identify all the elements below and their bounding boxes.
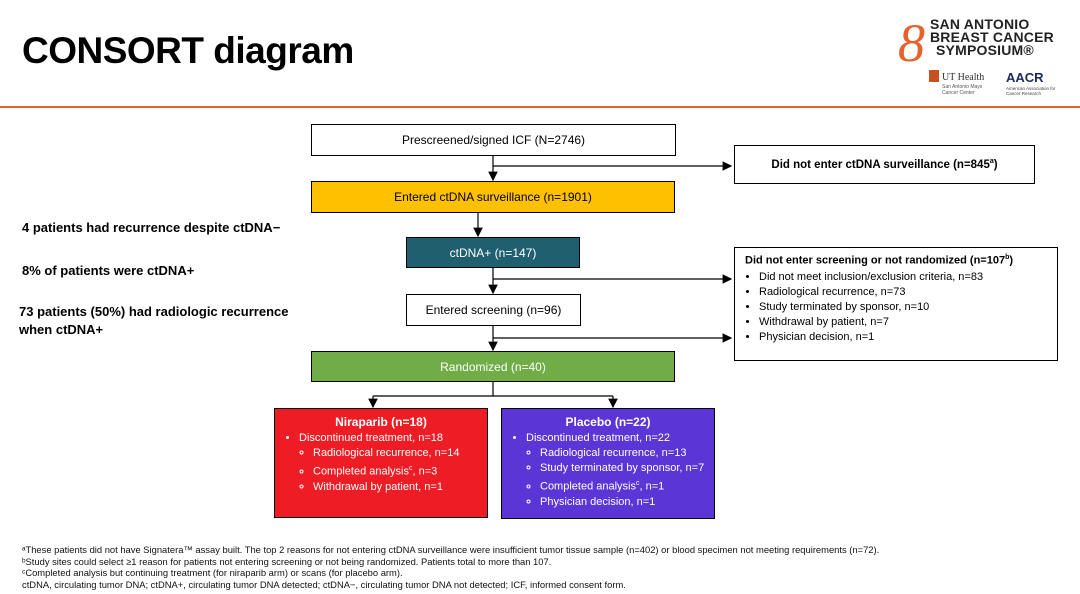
list-item: Study terminated by sponsor, n=10 [759,300,1047,315]
prescreened-label: Prescreened/signed ICF (N=2746) [401,133,586,147]
list-item: Radiological recurrence, n=14 [313,446,479,461]
exclusion-surveillance-box: Did not enter ctDNA surveillance (n=845a… [734,145,1035,184]
list-item: Did not meet inclusion/exclusion criteri… [759,270,1047,285]
exclusion-screening-box: Did not enter screening or not randomize… [734,247,1058,361]
list-item: Study terminated by sponsor, n=7 [540,461,706,476]
screening-label: Entered screening (n=96) [425,303,562,317]
niraparib-discontinued: Discontinued treatment, n=18 Radiologica… [299,431,479,495]
ut-health-icon [929,70,939,82]
randomized-box: Randomized (n=40) [311,351,675,382]
list-item: Radiological recurrence, n=13 [540,446,706,461]
side-note-ctdna-positive: 8% of patients were ctDNA+ [22,263,195,278]
list-item: Completed analysisc, n=3 [313,461,479,480]
header-divider [0,106,1080,108]
footnote-a: ᵃThese patients did not have Signatera™ … [22,544,880,555]
list-item: Completed analysisc, n=1 [540,476,706,495]
placebo-heading: Placebo (n=22) [565,415,651,429]
placebo-discontinued: Discontinued treatment, n=22 Radiologica… [526,431,706,510]
niraparib-heading: Niraparib (n=18) [335,415,427,429]
ctdna-positive-label: ctDNA+ (n=147) [449,245,537,260]
footnotes: ᵃThese patients did not have Signatera™ … [22,544,1072,590]
prescreened-box: Prescreened/signed ICF (N=2746) [311,124,676,156]
niraparib-arm-box: Niraparib (n=18) Discontinued treatment,… [274,408,488,518]
footnote-b: ᵇStudy sites could select ≥1 reason for … [22,555,552,567]
randomized-label: Randomized (n=40) [440,359,546,374]
exclusion-screening-list: Did not meet inclusion/exclusion criteri… [745,270,1047,345]
ribbon-icon: 8 [898,13,925,73]
footnote-c: ᶜCompleted analysis but continuing treat… [22,567,403,579]
slide-title: CONSORT diagram [22,30,354,71]
ctdna-positive-box: ctDNA+ (n=147) [406,237,580,268]
logo-line-3: SYMPOSIUM® [936,42,1034,58]
surveillance-box: Entered ctDNA surveillance (n=1901) [311,181,675,213]
placebo-arm-box: Placebo (n=22) Discontinued treatment, n… [501,408,715,519]
footnote-abbreviations: ctDNA, circulating tumor DNA; ctDNA+, ci… [22,578,626,590]
ut-health-label: UT Health [942,72,985,83]
side-note-radiologic: 73 patients (50%) had radiologic recurre… [19,304,289,337]
side-note-recurrence: 4 patients had recurrence despite ctDNA− [22,220,281,235]
list-item: Radiological recurrence, n=73 [759,285,1047,300]
sabcs-logo: 8 SAN ANTONIO BREAST CANCER SYMPOSIUM® U… [896,16,1072,100]
ut-health-sub: San Antonio Mays Cancer Center [942,84,983,96]
list-item: Withdrawal by patient, n=7 [759,315,1047,330]
logo-line-2: BREAST CANCER [930,29,1054,45]
logo-line-1: SAN ANTONIO [930,16,1030,32]
aacr-sub: American Association for Cancer Research [1006,86,1056,96]
surveillance-label: Entered ctDNA surveillance (n=1901) [394,190,592,204]
list-item: Withdrawal by patient, n=1 [313,480,479,495]
aacr-logo: AACR [1006,70,1044,85]
exclusion-surveillance-label: Did not enter ctDNA surveillance (n=845a… [771,158,998,171]
list-item: Physician decision, n=1 [759,330,1047,345]
list-item: Physician decision, n=1 [540,495,706,510]
screening-box: Entered screening (n=96) [406,294,581,326]
exclusion-screening-heading: Did not enter screening or not randomize… [745,254,1014,267]
